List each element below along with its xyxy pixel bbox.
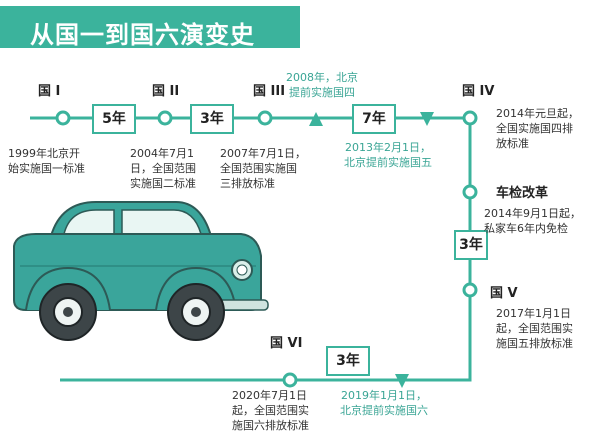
gap-guo1-guo2: 5年 [92,104,136,134]
page-title: 从国一到国六演变史 [30,21,255,49]
stage-guo1-name: 国 I [38,84,61,99]
node-guo4 [462,110,478,126]
title-banner: 从国一到国六演变史 [0,6,300,49]
beijing-guo4-note: 2008年，北京 提前实施国四 [286,71,358,99]
gap-guo3-guo4: 7年 [352,104,396,134]
node-guo2 [157,110,173,126]
gap-guo5-guo6: 3年 [326,346,370,376]
stage-guo4-text: 2014年元旦起， 全国实施国四排 放标准 [496,107,579,150]
beijing-guo6-note: 2019年1月1日， 北京提前实施国六 [340,389,428,417]
node-guo5 [462,282,478,298]
stage-guo2-name: 国 II [152,84,180,99]
stage-guo3-name: 国 III [253,84,286,99]
stage-guo1-text: 1999年北京开 始实施国一标准 [8,147,85,175]
stage-guo6-text: 2020年7月1日 起，全国范围实 施国六排放标准 [232,389,309,432]
stage-guo2-text: 2004年7月1 日，全国范围 实施国二标准 [130,147,196,190]
stage-guo5-text: 2017年1月1日 起，全国范围实 施国五排放标准 [496,307,573,350]
stage-guo5-name: 国 V [490,286,518,301]
beijing-guo5-marker [420,112,434,126]
beijing-guo6-marker [395,374,409,388]
stage-guo3-text: 2007年7月1日， 全国范围实施国 三排放标准 [220,147,306,190]
car-window-rear [63,209,115,235]
gap-guo4-guo5: 3年 [454,230,488,260]
beijing-guo4-marker [309,112,323,126]
car-illustration [6,196,276,350]
node-guo6 [282,372,298,388]
stage-guo6-name: 国 VI [270,336,303,351]
stage-guo4-name: 国 IV [462,84,495,99]
beijing-guo5-note: 2013年2月1日， 北京提前实施国五 [344,141,432,169]
node-guo3 [257,110,273,126]
node-reform [462,184,478,200]
node-guo1 [55,110,71,126]
gap-guo2-guo3: 3年 [190,104,234,134]
reform-text: 2014年9月1日起， 私家车6年内免检 [484,207,581,235]
reform-title: 车检改革 [496,186,549,201]
